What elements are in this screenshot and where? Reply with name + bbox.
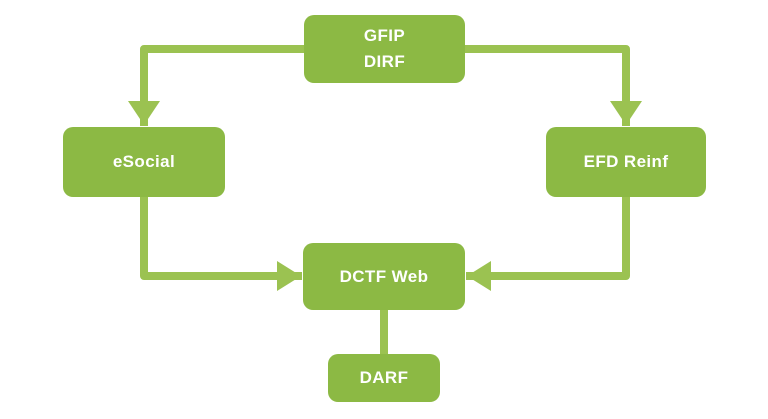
- arrowhead-left-icon: [467, 261, 491, 291]
- node-label: DIRF: [363, 52, 406, 71]
- node-darf: DARF: [328, 354, 440, 402]
- node-gfip-dirf: GFIP DIRF: [304, 15, 465, 83]
- node-label: GFIP: [363, 26, 406, 45]
- arrowhead-down-icon: [610, 101, 642, 125]
- connector-gfip-to-efdreinf: [465, 45, 630, 126]
- node-label: DCTF Web: [339, 266, 429, 286]
- connector-efdreinf-to-dctfweb: [466, 197, 630, 280]
- node-dctf-web: DCTF Web: [303, 243, 465, 310]
- node-esocial: eSocial: [63, 127, 225, 197]
- connector-gfip-to-esocial: [140, 45, 304, 126]
- connector-esocial-to-dctfweb: [140, 197, 302, 280]
- node-efd-reinf: EFD Reinf: [546, 127, 706, 197]
- node-label: EFD Reinf: [583, 152, 669, 171]
- arrowhead-right-icon: [277, 261, 301, 291]
- arrowhead-down-icon: [128, 101, 160, 125]
- node-label: eSocial: [112, 152, 176, 171]
- node-label: DARF: [359, 368, 409, 387]
